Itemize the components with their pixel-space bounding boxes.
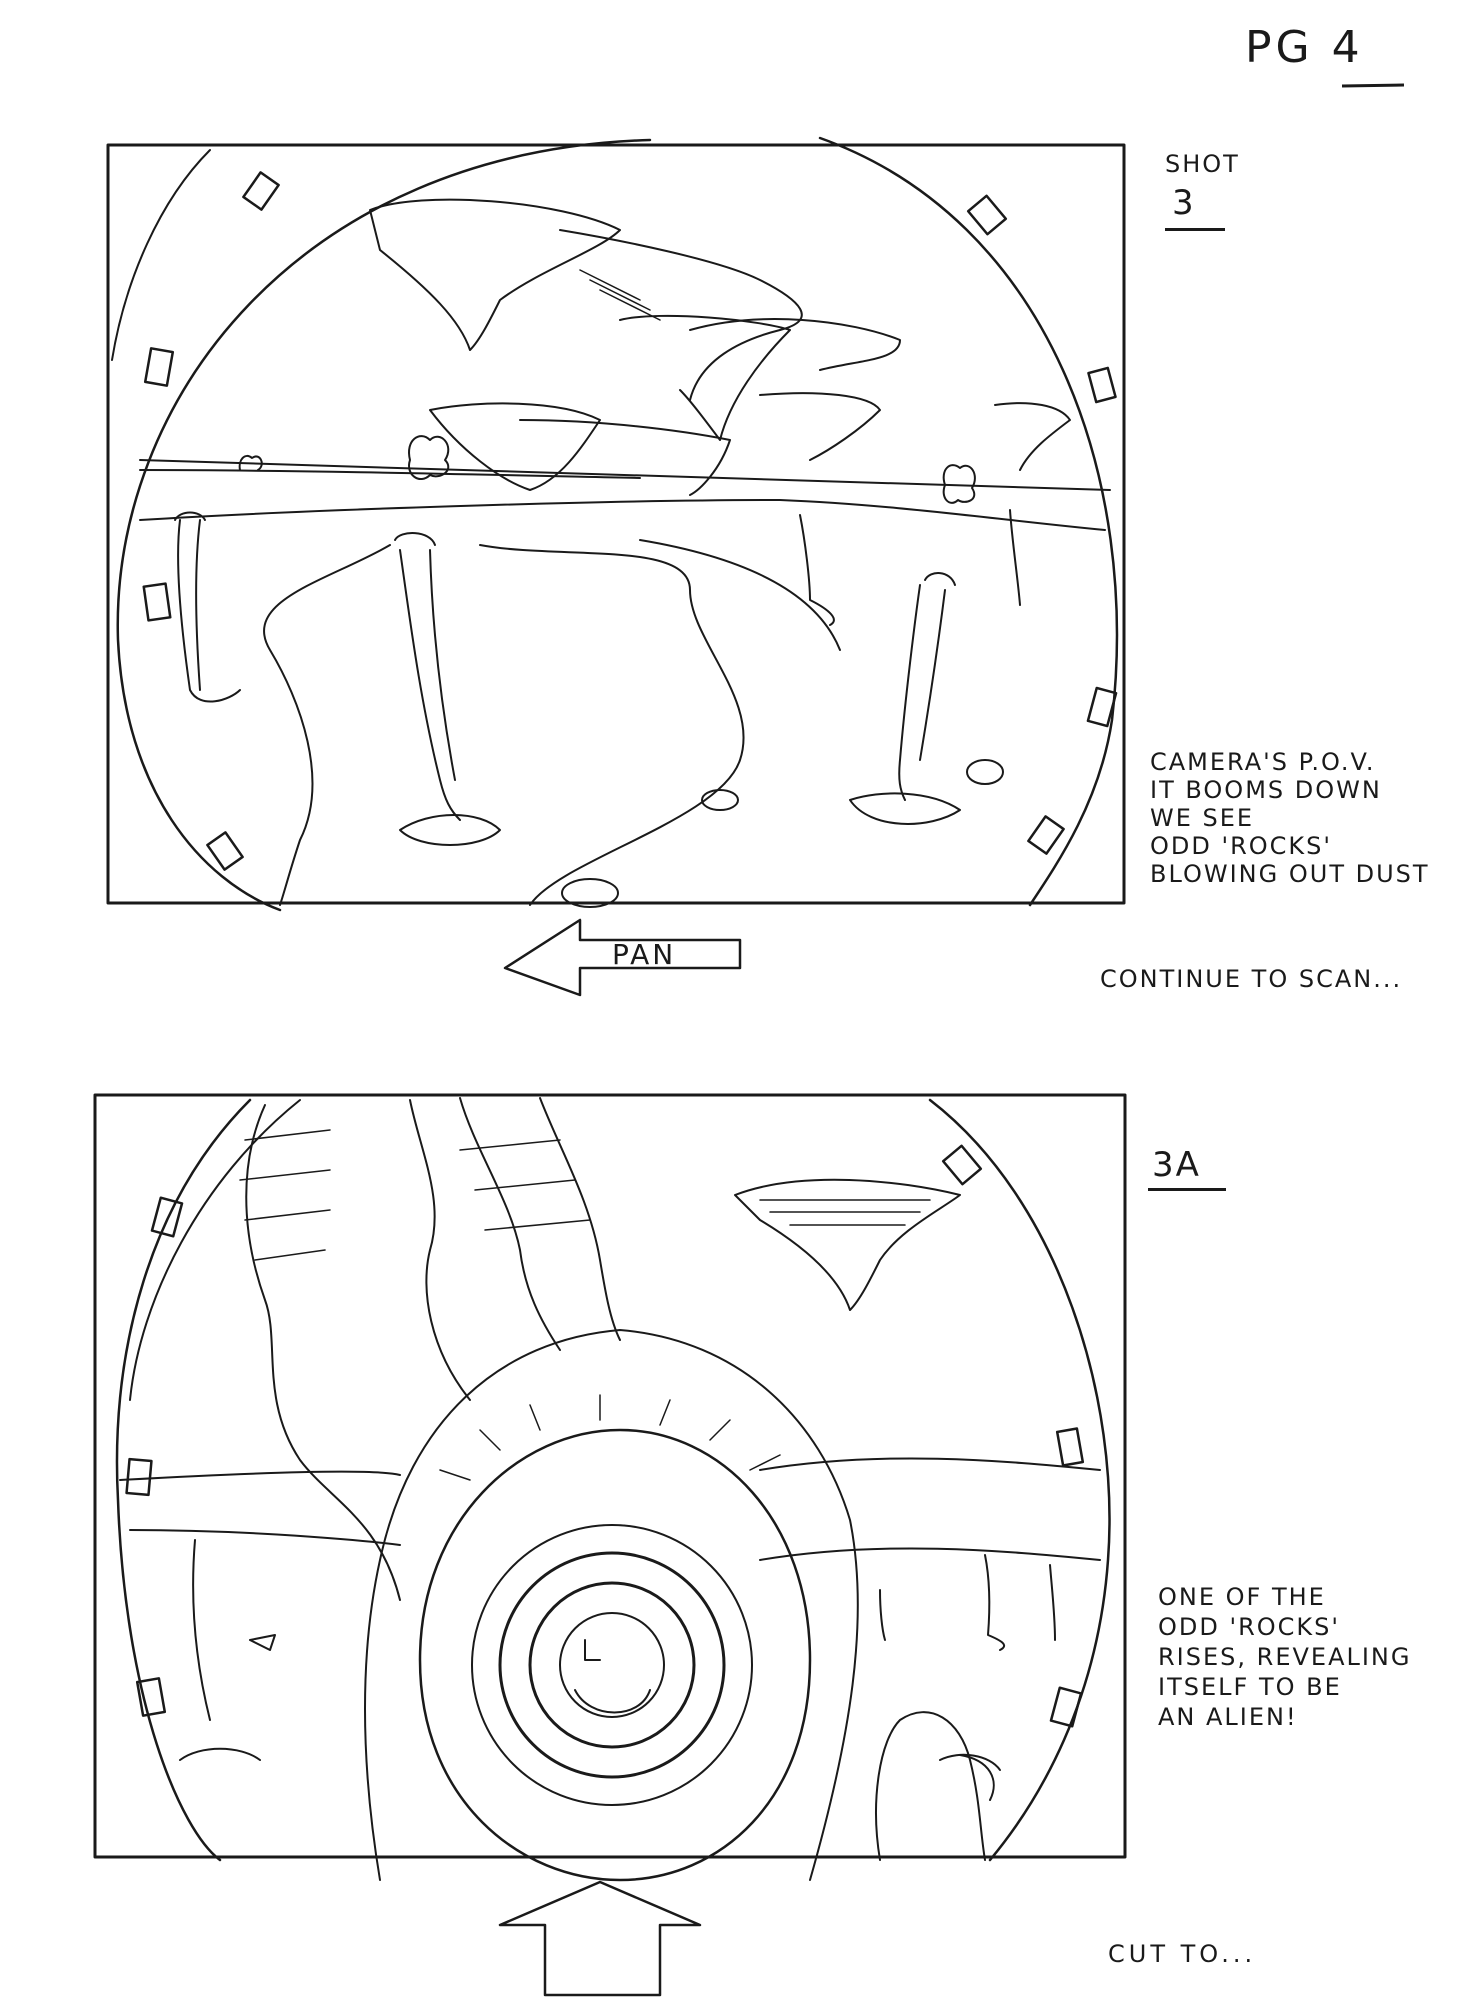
panel-2-note-line: ONE OF THE	[1158, 1583, 1326, 1611]
panel-2-note-line: ODD 'ROCKS'	[1158, 1613, 1340, 1641]
shot-number-underline	[1165, 228, 1225, 231]
panel-1-note-line: CAMERA'S P.O.V.	[1150, 748, 1376, 776]
pan-label: PAN	[612, 938, 677, 971]
panel-2-note-line: AN ALIEN!	[1158, 1703, 1298, 1731]
pan-arrow	[503, 918, 742, 997]
panel-1-note-line: WE SEE	[1150, 804, 1255, 832]
panel-2-transition: CUT TO...	[1108, 1940, 1257, 1968]
panel-1-note-line: BLOWING OUT DUST	[1150, 860, 1430, 888]
panel-2-notes: ONE OF THE ODD 'ROCKS' RISES, REVEALING …	[1158, 1582, 1411, 1732]
panel-2-note-line: ITSELF TO BE	[1158, 1673, 1342, 1701]
panel-1-note-line: ODD 'ROCKS'	[1150, 832, 1332, 860]
push-in-arrow	[498, 1880, 702, 1997]
shot-3a-underline	[1148, 1188, 1226, 1191]
shot-number: 3	[1172, 183, 1196, 223]
panel-1-transition: CONTINUE TO SCAN...	[1100, 965, 1403, 993]
panel-1-notes: CAMERA'S P.O.V. IT BOOMS DOWN WE SEE ODD…	[1150, 748, 1430, 888]
panel-2-frame	[93, 1093, 1127, 1862]
shot-label: SHOT	[1165, 150, 1240, 178]
panel-2-alien	[119, 1097, 1101, 1882]
panel-1-landscape	[139, 198, 1111, 908]
shot-3a-number: 3A	[1152, 1145, 1201, 1185]
panel-1-frame	[106, 136, 1126, 912]
page-number: PG 4	[1245, 22, 1364, 73]
panel-2-note-line: RISES, REVEALING	[1158, 1643, 1412, 1671]
panel-1-note-line: IT BOOMS DOWN	[1150, 776, 1382, 804]
